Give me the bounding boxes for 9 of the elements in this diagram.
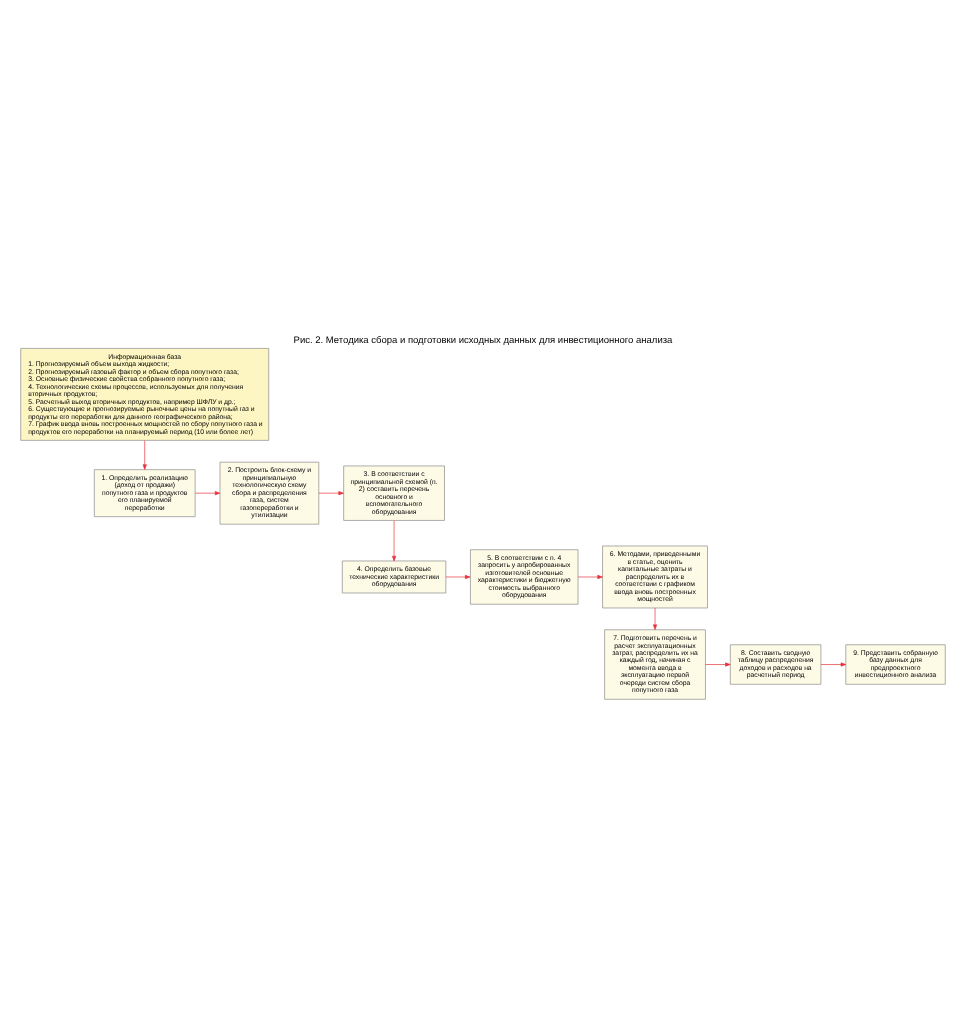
arrow [705,661,731,666]
arrow [653,606,658,629]
arrow [392,519,397,561]
arrow [142,439,147,469]
arrow [195,490,221,495]
arrow [820,661,847,666]
arrow [577,573,603,578]
arrow [318,490,344,495]
arrow [445,573,471,578]
